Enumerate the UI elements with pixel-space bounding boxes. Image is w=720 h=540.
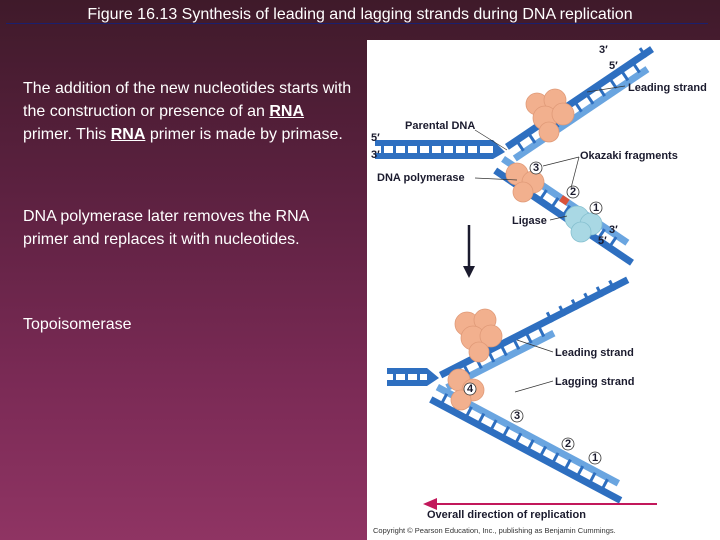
replication-figure: 3 2 1 3′ 5′ Leading strand Parental DNA …: [367, 40, 720, 540]
label-3prime-left: 3′: [371, 149, 380, 161]
label-dna-polymerase: DNA polymerase: [377, 172, 465, 184]
paragraph-rna-primer-text-2: primer. This: [23, 126, 111, 143]
ligase-top: [564, 205, 603, 243]
fragment-number-1-bottom: 1: [592, 452, 598, 464]
fragment-number-4-bottom: 4: [467, 383, 474, 395]
fragment-number-1-top: 1: [593, 202, 599, 214]
top-panel: 3 2 1 3′ 5′ Leading strand Parental DNA …: [371, 44, 707, 266]
paragraph-rna-primer-text-1: The addition of the new nucleotides star…: [23, 80, 352, 120]
dna-polymerase-top: [505, 88, 575, 203]
bottom-panel: 4 3 2 1 Leading strand Lagging strand Ov…: [373, 276, 657, 535]
leader-lines-top: [474, 85, 626, 221]
label-leading-strand-top: Leading strand: [628, 82, 707, 94]
label-3prime-mid: 3′: [609, 224, 618, 236]
fragment-number-2-bottom: 2: [565, 438, 571, 450]
label-ligase: Ligase: [512, 215, 547, 227]
fragment-markers-bottom: 4 3 2 1: [463, 382, 602, 465]
rna-underlined-1: RNA: [269, 103, 305, 120]
label-overall-direction: Overall direction of replication: [427, 509, 586, 521]
label-parental-dna: Parental DNA: [405, 120, 475, 132]
label-5prime-mid: 5′: [598, 235, 607, 247]
parental-dna-top: [375, 140, 505, 159]
label-5prime-left: 5′: [371, 132, 380, 144]
replication-diagram: 3 2 1 3′ 5′ Leading strand Parental DNA …: [371, 44, 707, 535]
label-okazaki-fragments: Okazaki fragments: [580, 150, 678, 162]
rna-underlined-2: RNA: [110, 126, 146, 143]
paragraph-topoisomerase: Topoisomerase: [23, 316, 132, 333]
label-leading-strand-bottom: Leading strand: [555, 347, 634, 359]
down-arrow: [463, 225, 475, 278]
paragraph-dna-polymerase: DNA polymerase later removes the RNA pri…: [23, 208, 309, 248]
fragment-number-2-top: 2: [570, 186, 576, 198]
fragment-number-3-top: 3: [533, 162, 539, 174]
paragraph-rna-primer-text-3: primer is made by primase.: [145, 126, 343, 143]
leader-lines-bottom: [514, 339, 554, 393]
label-3prime-top: 3′: [599, 44, 608, 56]
parental-dna-bottom: [387, 368, 439, 386]
slide-title: Figure 16.13 Synthesis of leading and la…: [87, 6, 633, 23]
overall-direction-arrow: [423, 498, 657, 510]
fragment-markers-top: 3 2 1: [529, 161, 603, 215]
label-5prime-top: 5′: [609, 60, 618, 72]
fragment-number-3-bottom: 3: [514, 410, 520, 422]
paragraph-rna-primer: The addition of the new nucleotides star…: [23, 77, 353, 146]
label-lagging-strand: Lagging strand: [555, 376, 634, 388]
copyright-notice: Copyright © Pearson Education, Inc., pub…: [373, 526, 616, 535]
title-underline: [6, 23, 708, 24]
